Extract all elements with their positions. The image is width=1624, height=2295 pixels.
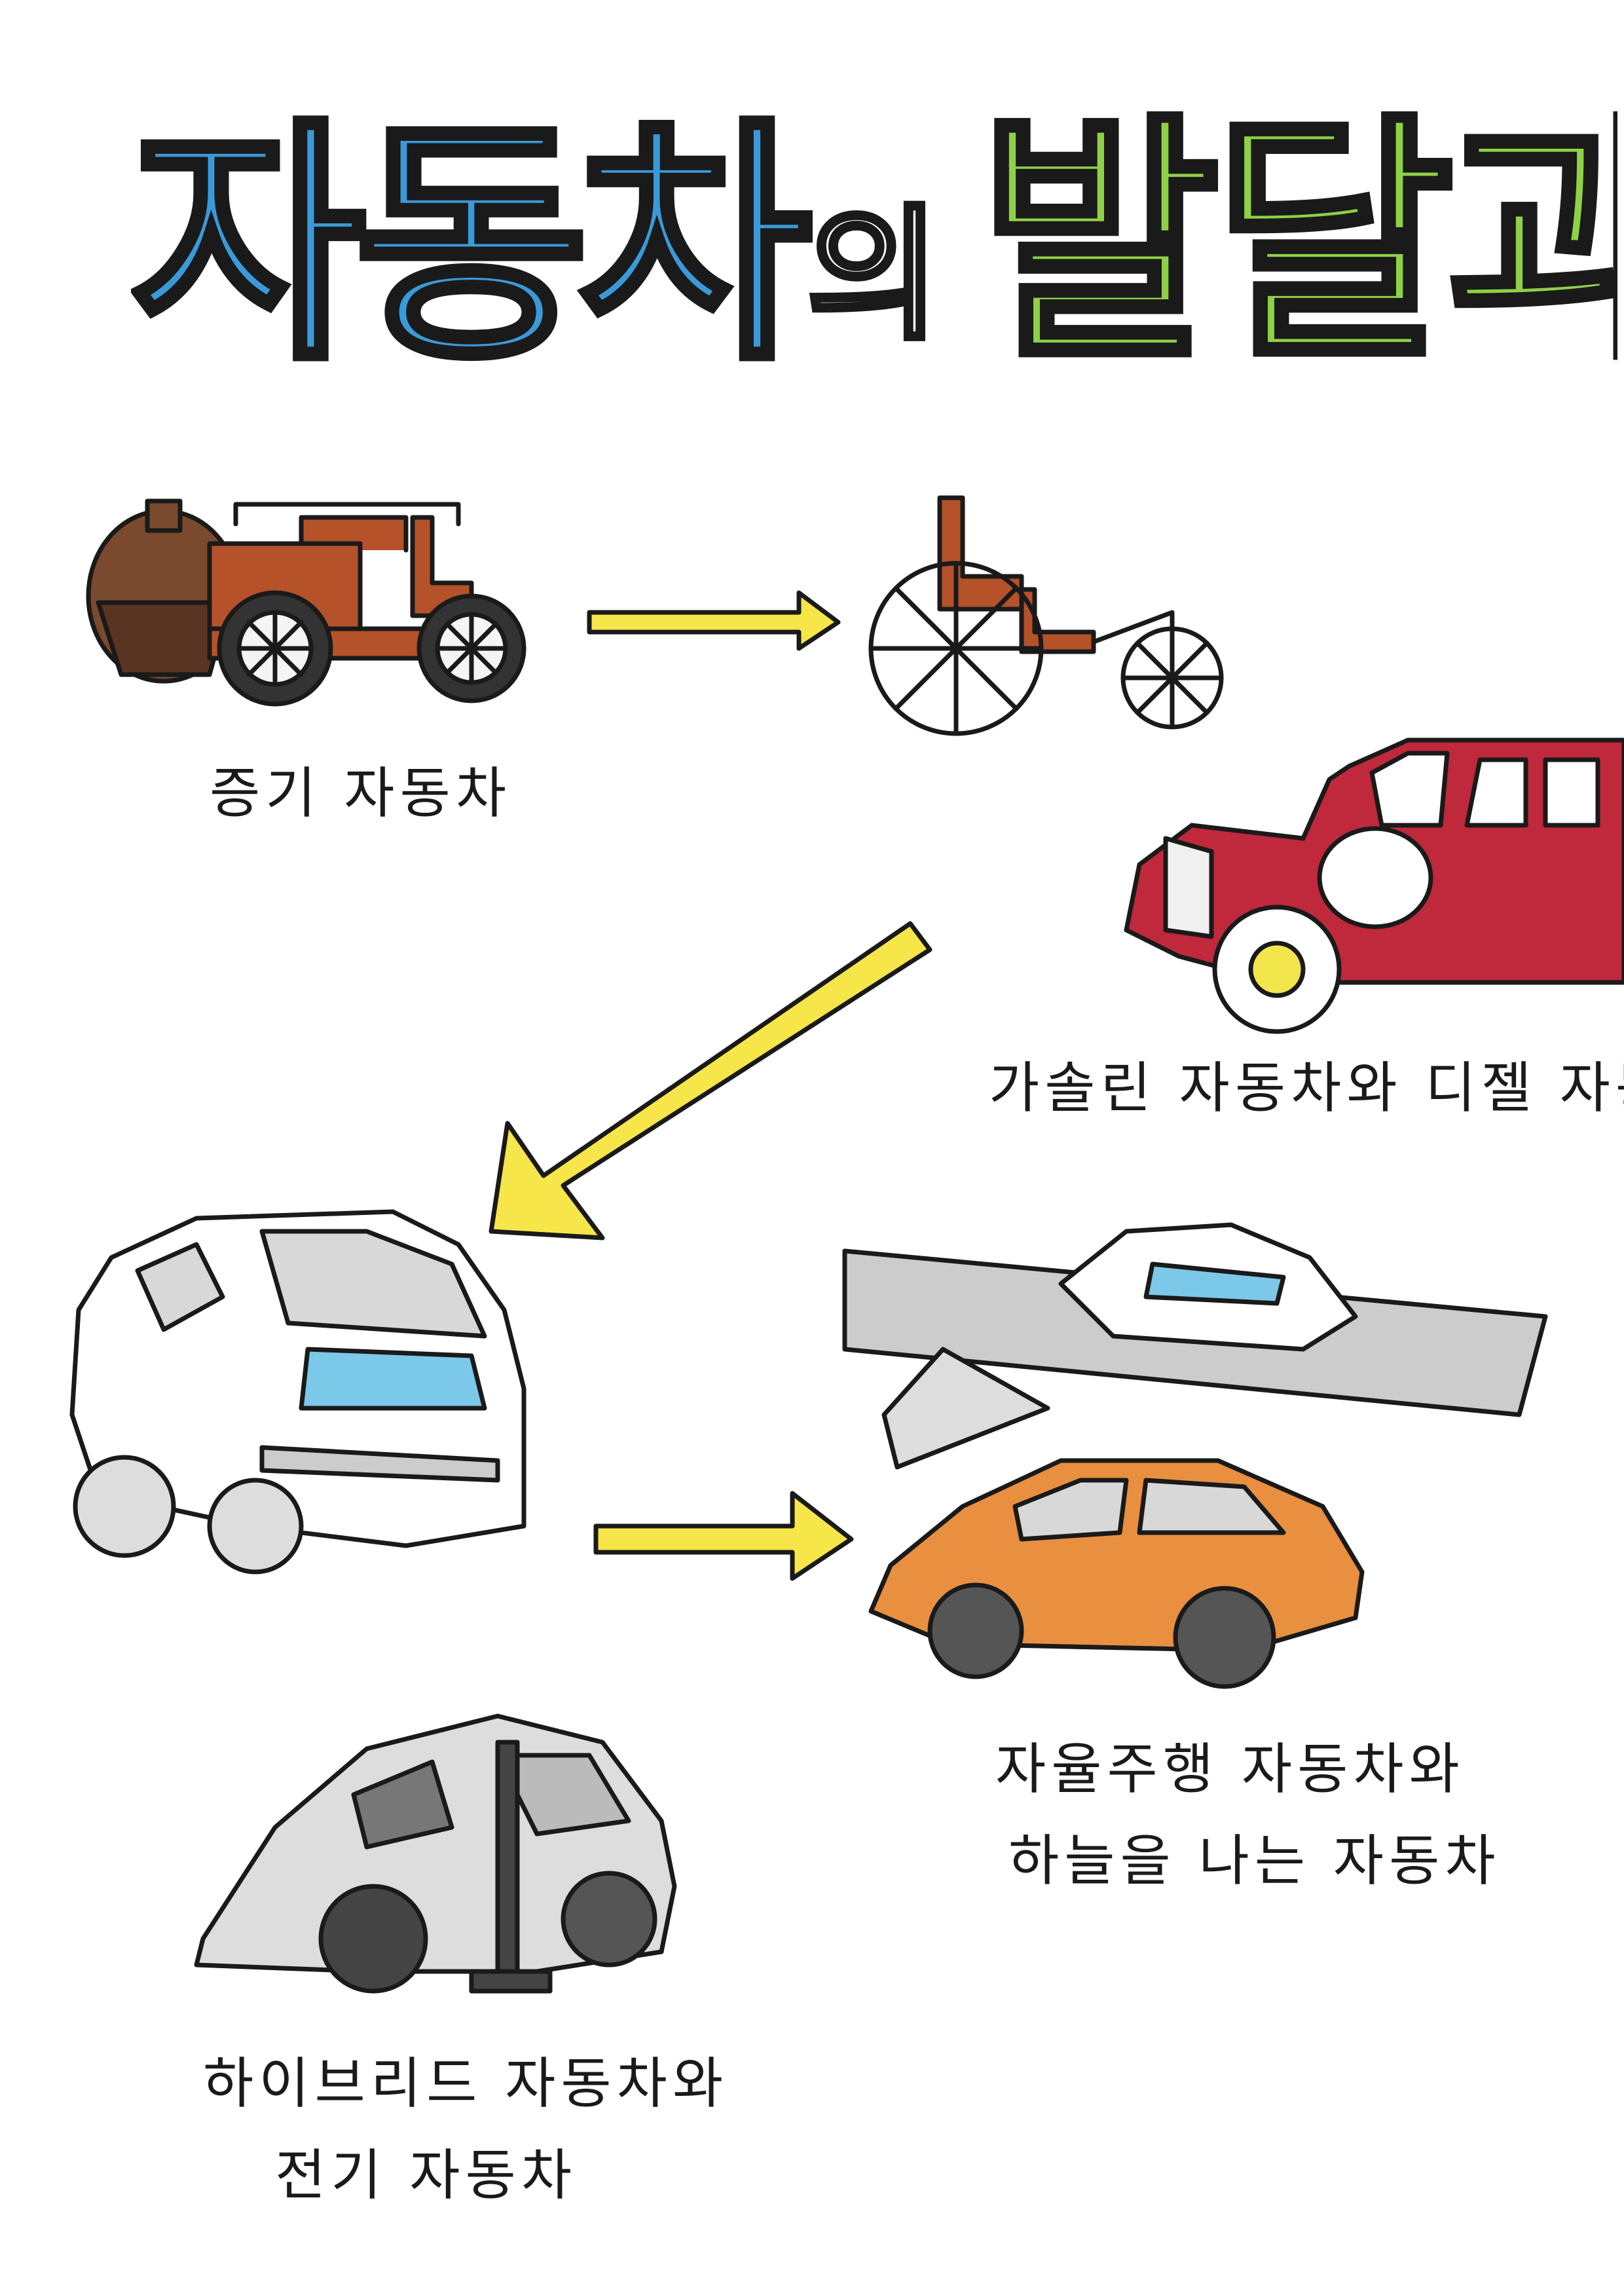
small-electric-car-icon (69, 1209, 526, 1575)
yellow-arrow-icon (593, 1491, 854, 1581)
classic-red-car-icon (1124, 737, 1624, 1034)
title-part-of: 의 (804, 191, 942, 359)
title-part-car: 자동차 (131, 111, 815, 394)
early-motor-carriage-icon (868, 495, 1224, 736)
title-part-development: 발달과정 (976, 111, 1617, 394)
caption-autonomous-line1: 자율주행 자동차와 (995, 1737, 1465, 1801)
steam-car-icon (86, 498, 526, 707)
caption-gasoline-diesel: 가솔린 자동차와 디젤 자동차 (989, 1056, 1624, 1120)
caption-hybrid-line2: 전기 자동차 (275, 2143, 577, 2207)
page-title: 자동차의발달과정 (131, 111, 1617, 439)
flying-car-icon (842, 1222, 1548, 1470)
caption-steam-car: 증기 자동차 (210, 761, 511, 825)
caption-hybrid-line1: 하이브리드 자동차와 (203, 2051, 728, 2116)
caption-autonomous-line2: 하늘을 나는 자동차 (1008, 1829, 1501, 1893)
yellow-arrow-icon (489, 921, 932, 1241)
yellow-arrow-icon (587, 590, 841, 651)
hybrid-car-with-charger-icon (194, 1713, 677, 1994)
orange-autonomous-car-icon (868, 1458, 1365, 1689)
